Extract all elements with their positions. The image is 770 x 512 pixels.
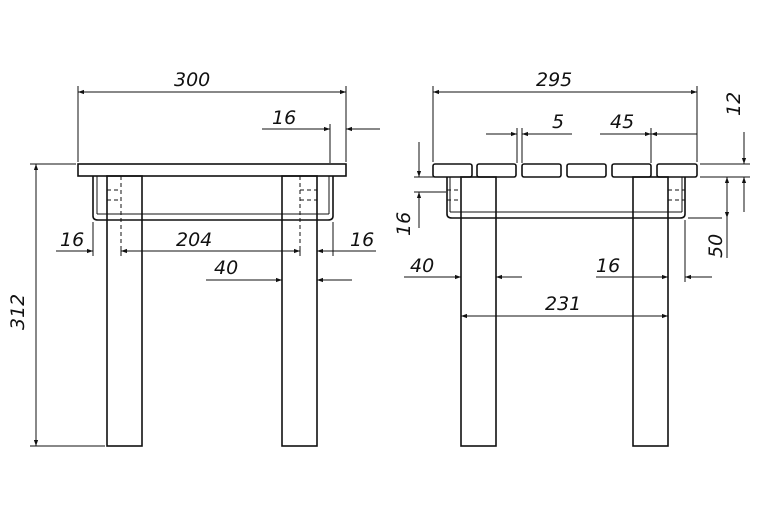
side-seat-slat	[656, 163, 698, 178]
dimension-label-height: 312	[7, 294, 29, 330]
dimension-label-inner-span: 204	[176, 229, 212, 251]
side-right-leg	[632, 176, 669, 447]
side-view: 295 5 45 12 16 50 40	[393, 69, 750, 447]
front-left-leg	[106, 175, 143, 447]
side-seat-slat	[566, 163, 607, 178]
dimension-label-width: 295	[536, 69, 572, 91]
dimension-label-right-offset: 16	[350, 229, 374, 251]
side-seat-slat	[611, 163, 652, 178]
dimension-label-apron-height: 50	[705, 234, 727, 258]
dimension-label-leg-width: 40	[410, 255, 434, 277]
dimension-label-leg-width: 40	[214, 257, 238, 279]
side-seat-slat	[432, 163, 473, 178]
dimension-label-slat-width: 45	[610, 111, 634, 133]
side-left-leg	[460, 176, 497, 447]
dimension-label-rail-offset: 16	[393, 212, 415, 236]
front-view: 300 16 312 16 204 16 40	[7, 69, 380, 447]
front-right-leg	[281, 175, 318, 447]
side-seat-slat	[476, 163, 517, 178]
dimension-label-left-offset: 16	[60, 229, 84, 251]
side-seat-slat	[521, 163, 562, 178]
side-apron	[446, 177, 686, 219]
dimension-label-width: 300	[174, 69, 210, 91]
front-apron	[92, 176, 334, 221]
dimension-label-leg-span: 231	[545, 293, 581, 315]
front-seat-board	[77, 163, 347, 177]
dimension-label-slat-gap: 5	[552, 111, 564, 133]
dimension-label-leg-offset: 16	[596, 255, 620, 277]
dimension-label-seat-thickness: 12	[723, 92, 745, 116]
dimension-label-leg-offset: 16	[272, 107, 296, 129]
